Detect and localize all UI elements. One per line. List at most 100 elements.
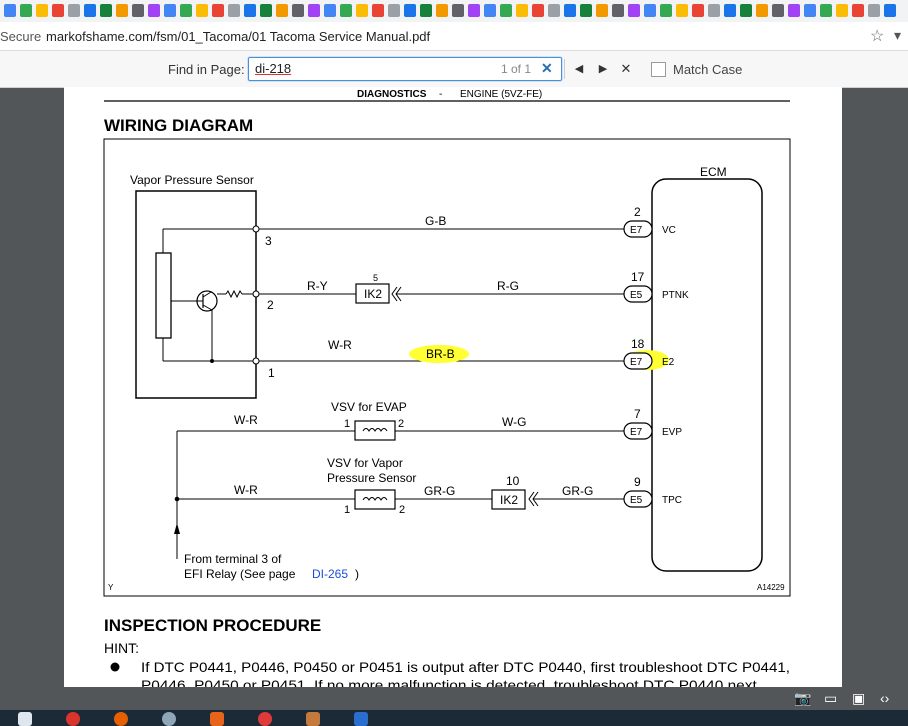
resistor-symbol	[225, 289, 243, 299]
bookmark-favicon-icon[interactable]	[36, 4, 48, 17]
connector-ik2-b-number: 10	[506, 474, 520, 488]
address-bar[interactable]: Secure markofshame.com/fsm/01_Tacoma/01 …	[0, 22, 908, 51]
bookmark-favicon-icon[interactable]	[772, 4, 784, 17]
bookmark-favicon-icon[interactable]	[820, 4, 832, 17]
bookmark-favicon-icon[interactable]	[420, 4, 432, 17]
bookmark-favicon-icon[interactable]	[676, 4, 688, 17]
bookmark-favicon-icon[interactable]	[532, 4, 544, 17]
bookmark-favicon-icon[interactable]	[148, 4, 160, 17]
match-case-checkbox[interactable]	[651, 62, 666, 77]
hint-label: HINT:	[104, 640, 139, 656]
bookmark-favicon-icon[interactable]	[500, 4, 512, 17]
connector-arrow	[391, 286, 398, 302]
bookmark-favicon-icon[interactable]	[196, 4, 208, 17]
ecm-pin-number: 18	[631, 337, 645, 351]
bookmark-favicon-icon[interactable]	[388, 4, 400, 17]
bookmark-favicon-icon[interactable]	[308, 4, 320, 17]
bookmark-favicon-icon[interactable]	[804, 4, 816, 17]
app-icon[interactable]	[306, 712, 320, 726]
ecm-connector	[623, 422, 653, 440]
image-icon[interactable]: ▣	[852, 690, 866, 706]
code-icon[interactable]: ‹›	[880, 690, 890, 706]
bookmark-favicon-icon[interactable]	[52, 4, 64, 17]
vsv-evap-pin2: 2	[398, 418, 404, 430]
bookmark-favicon-icon[interactable]	[468, 4, 480, 17]
wire-label-wr1: W-R	[328, 338, 352, 352]
bookmark-favicon-icon[interactable]	[884, 4, 896, 17]
app-icon[interactable]	[258, 712, 272, 726]
bookmark-star-icon[interactable]: ☆	[870, 28, 885, 45]
page-link-di-265[interactable]: DI-265	[312, 567, 348, 581]
bookmark-favicon-icon[interactable]	[228, 4, 240, 17]
bookmark-favicon-icon[interactable]	[180, 4, 192, 17]
ecm-pin-number: 17	[631, 270, 645, 284]
bookmark-favicon-icon[interactable]	[548, 4, 560, 17]
bookmark-favicon-icon[interactable]	[868, 4, 880, 17]
bookmark-favicon-icon[interactable]	[356, 4, 368, 17]
previous-match-icon[interactable]: ◀	[574, 63, 584, 75]
bookmark-favicon-icon[interactable]	[596, 4, 608, 17]
sensor-label: Vapor Pressure Sensor	[130, 173, 254, 187]
page-canvas: DIAGNOSTICS - ENGINE (5VZ-FE) WIRING DIA…	[103, 89, 791, 687]
bookmark-favicon-icon[interactable]	[564, 4, 576, 17]
bookmark-favicon-icon[interactable]	[164, 4, 176, 17]
next-match-icon[interactable]: ▶	[598, 63, 608, 75]
bookmark-favicon-icon[interactable]	[404, 4, 416, 17]
calculator-icon[interactable]	[18, 712, 32, 726]
bookmark-favicon-icon[interactable]	[292, 4, 304, 17]
bookmark-favicon-icon[interactable]	[260, 4, 272, 17]
bookmark-favicon-icon[interactable]	[628, 4, 640, 17]
bookmark-favicon-icon[interactable]	[116, 4, 128, 17]
close-find-icon[interactable]: ✕	[620, 61, 632, 76]
bookmark-favicon-icon[interactable]	[244, 4, 256, 17]
bookmark-favicon-icon[interactable]	[660, 4, 672, 17]
bookmark-favicon-icon[interactable]	[484, 4, 496, 17]
ecm-connector	[623, 352, 653, 370]
bookmark-favicon-icon[interactable]	[756, 4, 768, 17]
bookmark-favicon-icon[interactable]	[740, 4, 752, 17]
bookmark-favicon-icon[interactable]	[836, 4, 848, 17]
bookmark-favicon-icon[interactable]	[132, 4, 144, 17]
bookmark-favicon-icon[interactable]	[692, 4, 704, 17]
find-label: Find in Page:	[168, 62, 245, 77]
camera-icon[interactable]: 📷	[794, 690, 812, 706]
bookmark-favicon-icon[interactable]	[68, 4, 80, 17]
bookmark-favicon-icon[interactable]	[276, 4, 288, 17]
ecm-pin-name: VC	[662, 225, 676, 236]
window-icon[interactable]: ▭	[824, 690, 838, 706]
bookmark-favicon-icon[interactable]	[708, 4, 720, 17]
arrow-up-icon	[174, 523, 180, 534]
find-query[interactable]: di-218	[255, 61, 292, 76]
bookmark-favicon-icon[interactable]	[100, 4, 112, 17]
bookmark-favicon-icon[interactable]	[212, 4, 224, 17]
bookmark-favicon-icon[interactable]	[724, 4, 736, 17]
bookmark-favicon-icon[interactable]	[852, 4, 864, 17]
from-note-line2: EFI Relay (See page	[184, 567, 296, 581]
sensor-element	[155, 252, 172, 339]
bookmark-favicon-icon[interactable]	[84, 4, 96, 17]
bookmark-favicon-icon[interactable]	[788, 4, 800, 17]
bookmark-favicon-icon[interactable]	[340, 4, 352, 17]
clear-icon[interactable]: ✕	[541, 60, 553, 76]
app-icon[interactable]	[162, 712, 176, 726]
firefox-icon[interactable]	[114, 712, 128, 726]
bookmark-favicon-icon[interactable]	[452, 4, 464, 17]
bookmark-favicon-icon[interactable]	[372, 4, 384, 17]
app-icon[interactable]	[210, 712, 224, 726]
menu-icon[interactable]: ▾	[894, 27, 902, 43]
find-input[interactable]: di-218 1 of 1 ✕	[248, 57, 562, 81]
bookmark-favicon-icon[interactable]	[4, 4, 16, 17]
bookmark-favicon-icon[interactable]	[20, 4, 32, 17]
bookmark-favicon-icon[interactable]	[612, 4, 624, 17]
bookmark-favicon-icon[interactable]	[436, 4, 448, 17]
bookmark-favicon-icon[interactable]	[516, 4, 528, 17]
bookmark-favicon-icon[interactable]	[644, 4, 656, 17]
url-text[interactable]: markofshame.com/fsm/01_Tacoma/01 Tacoma …	[46, 29, 431, 44]
app-icon[interactable]	[66, 712, 80, 726]
wire-label-grg1: GR-G	[424, 484, 455, 498]
ecm-connector-label: E5	[630, 290, 643, 301]
vsv-evap-label: VSV for EVAP	[331, 400, 407, 414]
bookmark-favicon-icon[interactable]	[324, 4, 336, 17]
bookmark-favicon-icon[interactable]	[580, 4, 592, 17]
app-icon[interactable]	[354, 712, 368, 726]
